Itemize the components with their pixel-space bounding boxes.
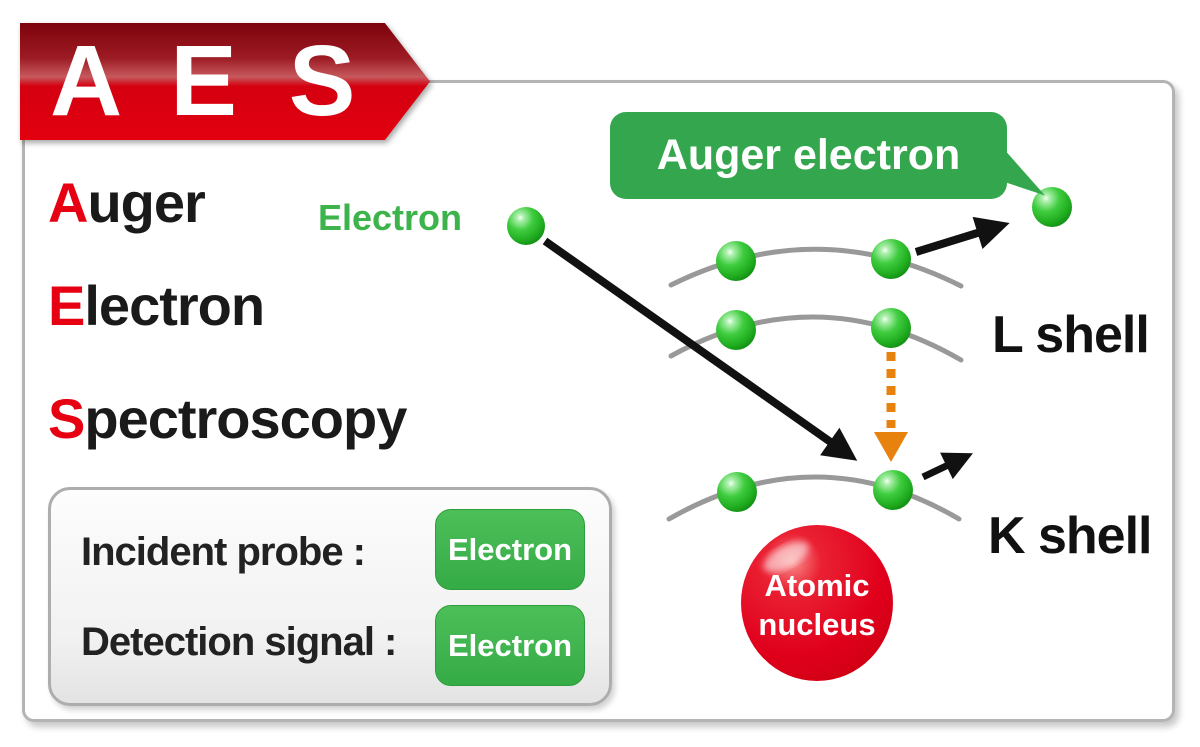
nucleus-gloss <box>763 541 809 573</box>
probe-signal-info-box: Incident probe : Electron Detection sign… <box>48 487 612 706</box>
l-shell-label: L shell <box>992 306 1150 364</box>
detection-signal-label: Detection signal : <box>81 620 397 664</box>
acronym-electron-initial: E <box>48 274 85 337</box>
l-shell-arc <box>668 314 964 363</box>
aes-banner: A E S <box>20 23 430 140</box>
k-shell-label: K shell <box>988 507 1152 565</box>
acronym-auger-initial: A <box>48 171 88 234</box>
acronym-spectroscopy: Spectroscopy <box>48 391 407 447</box>
outer-shell-electron-right <box>871 239 911 279</box>
acronym-spectroscopy-initial: S <box>48 387 85 450</box>
l-to-k-transition-arrowhead <box>874 432 908 462</box>
banner-title: A E S <box>50 25 368 137</box>
acronym-auger-rest: uger <box>87 171 205 234</box>
k-ejection-arrow <box>921 452 973 481</box>
outer-shell-electron-left <box>716 241 756 281</box>
auger-emission-arrow <box>914 216 1010 256</box>
incident-electron-ball <box>507 207 545 245</box>
k-shell-electron-right <box>873 470 913 510</box>
incident-probe-value-badge: Electron <box>435 509 585 590</box>
atomic-nucleus-label: Atomic nucleus <box>742 566 892 644</box>
l-shell-electron-right <box>871 308 911 348</box>
k-shell-electron-left <box>717 472 757 512</box>
incident-electron-label: Electron <box>318 197 463 238</box>
acronym-auger: Auger <box>48 175 206 231</box>
acronym-spectroscopy-rest: pectroscopy <box>84 387 407 450</box>
l-shell-electron-left <box>716 310 756 350</box>
banner-arrow-shape <box>20 23 430 140</box>
k-shell-arc <box>666 474 962 522</box>
incident-probe-label: Incident probe : <box>81 530 366 574</box>
incident-beam-arrow <box>542 237 858 461</box>
acronym-electron: Electron <box>48 278 265 334</box>
acronym-electron-rest: lectron <box>84 274 265 337</box>
outer-shell-arc <box>668 246 964 289</box>
auger-electron-callout: Auger electron <box>610 112 1007 199</box>
atomic-nucleus-label-line1: Atomic <box>764 568 870 603</box>
auger-electron-ball <box>1032 187 1072 227</box>
detection-signal-value-badge: Electron <box>435 605 585 686</box>
atomic-nucleus-label-line2: nucleus <box>758 607 876 642</box>
